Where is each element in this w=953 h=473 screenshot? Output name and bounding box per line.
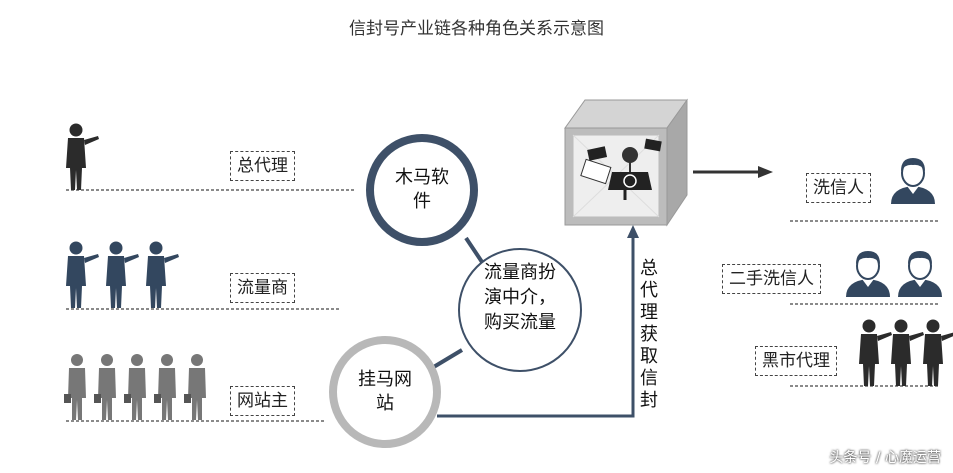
second-washer-label: 二手洗信人 [722, 264, 821, 294]
traffic-dealer-figures-icon [66, 241, 179, 308]
middleman-text: 流量商扮演中介，购买流量 [484, 262, 556, 333]
webmaster-figures-icon [64, 354, 206, 420]
black-market-label: 黑市代理 [755, 346, 837, 376]
connector-middle-hanging [430, 348, 464, 370]
acquire-arrow-head [627, 225, 639, 238]
trojan-ring [366, 134, 478, 246]
output-arrow-head [758, 166, 773, 178]
second-washer-avatars-icon [845, 250, 943, 298]
black-market-figures-icon [859, 319, 953, 386]
diagram-title: 信封号产业链各种角色关系示意图 [349, 19, 604, 39]
watermark: 头条号 / 心魔运营 [829, 450, 941, 466]
agent-label: 总代理 [230, 151, 295, 181]
hanging-site-text: 挂马网站 [358, 369, 412, 414]
washer-avatar-icon [890, 157, 936, 205]
middle-circle [458, 248, 582, 372]
hanging-ring [329, 336, 441, 448]
trojan-software-text: 木马软件 [395, 167, 449, 212]
server-box-icon [564, 98, 688, 227]
agent-figure-icon [66, 123, 99, 190]
washer-label: 洗信人 [806, 173, 871, 203]
traffic-dealer-label: 流量商 [230, 273, 295, 303]
agent-acquire-envelope-label: 总代理获取信封 [640, 258, 658, 411]
acquire-arrow-line [437, 236, 635, 418]
webmaster-label: 网站主 [230, 386, 295, 416]
